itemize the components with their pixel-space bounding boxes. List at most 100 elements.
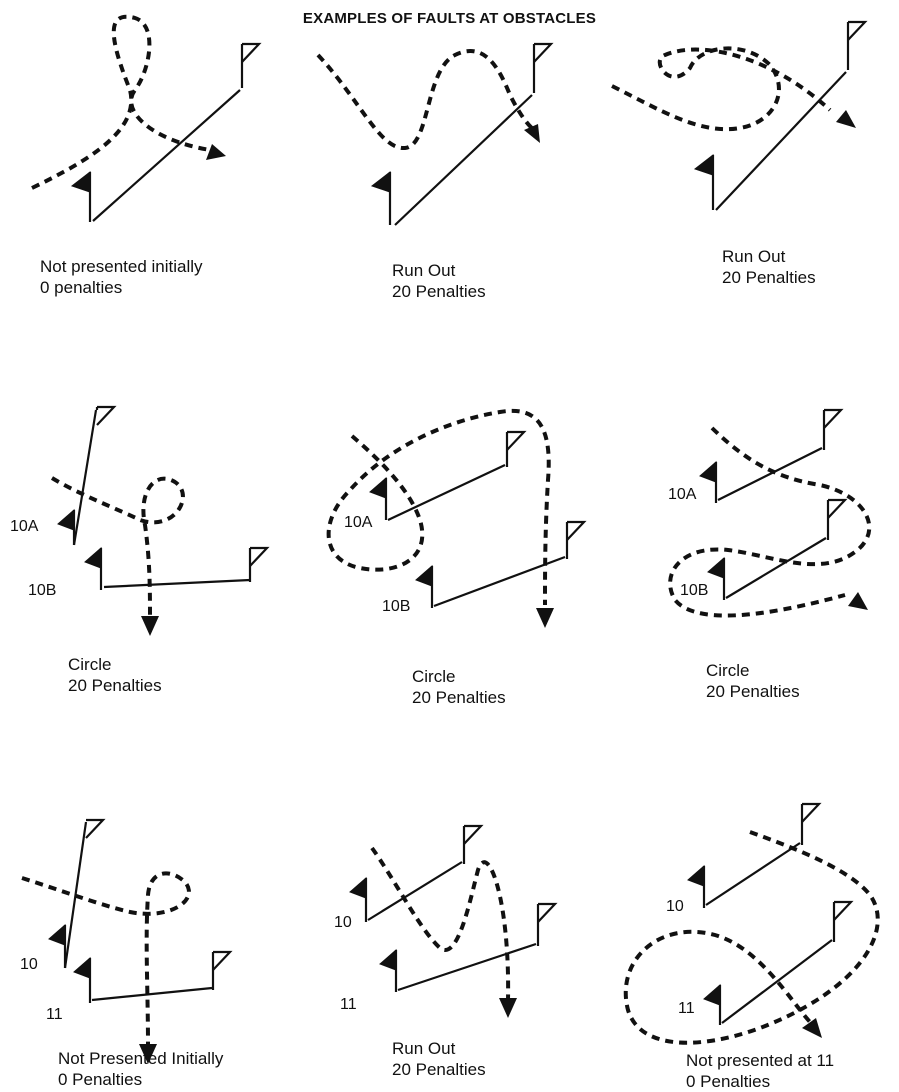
caption-line-1: Circle xyxy=(412,667,456,686)
obstacle-label: 11 xyxy=(340,996,357,1013)
caption-line-1: Circle xyxy=(706,661,750,680)
caption-line-2: 20 Penalties xyxy=(706,682,800,701)
arrow-head-icon xyxy=(141,616,159,636)
left-flag-icon xyxy=(84,546,102,569)
arrow-head-icon xyxy=(524,124,540,143)
panel-6-diagram xyxy=(668,408,872,618)
caption-line-1: Circle xyxy=(68,655,112,674)
right-flag-icon xyxy=(96,405,117,426)
panel-9-caption: Not presented at 11 0 Penalties xyxy=(686,1050,834,1092)
left-flag-icon xyxy=(370,170,391,193)
left-flag-icon xyxy=(369,476,387,499)
arrow-head-icon xyxy=(139,1044,157,1064)
panel-5-diagram xyxy=(326,408,587,628)
dog-path xyxy=(50,476,185,621)
caption-line-1: Run Out xyxy=(392,1039,456,1058)
obstacle-label: 10B xyxy=(28,582,57,599)
caption-line-2: 20 Penalties xyxy=(392,282,486,301)
left-flag-icon xyxy=(703,983,721,1006)
arrow-head-icon xyxy=(499,998,517,1018)
panel-8-diagram xyxy=(349,824,558,1018)
left-flag-icon xyxy=(57,508,75,531)
obstacle-label: 10 xyxy=(666,898,684,915)
caption-line-2: 0 penalties xyxy=(40,278,123,297)
left-flag-icon xyxy=(415,564,433,587)
panel-2-caption: Run Out 20 Penalties xyxy=(392,260,486,302)
panel-6-caption: Circle 20 Penalties xyxy=(706,660,800,702)
left-flag-icon xyxy=(48,923,66,946)
left-flag-icon xyxy=(699,460,717,483)
right-flag-icon xyxy=(827,498,848,519)
obstacle-label: 10A xyxy=(668,486,697,503)
obstacle-label: 10A xyxy=(10,518,39,535)
diagram-title: EXAMPLES OF FAULTS AT OBSTACLES xyxy=(302,10,597,27)
arrow-head-icon xyxy=(848,592,868,610)
panel-3-diagram xyxy=(611,20,868,211)
right-flag-icon xyxy=(833,900,854,921)
right-flag-icon xyxy=(823,408,844,429)
dog-path xyxy=(668,426,872,618)
dog-path xyxy=(316,49,536,150)
right-flag-icon xyxy=(566,520,587,541)
left-flag-icon xyxy=(693,153,714,176)
caption-line-1: Not presented initially xyxy=(40,257,203,276)
dog-path xyxy=(326,408,551,606)
panel-8-caption: Run Out 20 Penalties xyxy=(392,1038,486,1080)
panel-7-diagram xyxy=(21,818,233,1064)
obstacle-label: 10A xyxy=(344,514,373,531)
right-flag-icon xyxy=(463,824,484,845)
obstacle-label: 10B xyxy=(680,582,709,599)
panel-2-diagram xyxy=(316,42,554,226)
obstacle-10A-line xyxy=(717,447,823,501)
caption-line-1: Not presented at 11 xyxy=(686,1051,835,1070)
arrow-head-icon xyxy=(536,608,554,628)
caption-line-2: 20 Penalties xyxy=(412,688,506,707)
obstacle-10-line xyxy=(705,842,801,906)
caption-line-1: Not Presented Initially xyxy=(58,1049,224,1068)
dog-path xyxy=(370,846,511,1001)
right-flag-icon xyxy=(537,902,558,923)
dog-path xyxy=(623,830,880,1045)
obstacle-11-line xyxy=(397,942,537,992)
right-flag-icon xyxy=(847,20,868,41)
panel-1-diagram xyxy=(31,14,262,222)
right-flag-icon xyxy=(801,802,822,823)
right-flag-icon xyxy=(506,430,527,451)
right-flag-icon xyxy=(249,546,270,567)
left-flag-icon xyxy=(687,864,705,887)
left-flag-icon xyxy=(707,556,725,579)
left-flag-icon xyxy=(349,876,367,899)
panel-4-caption: Circle 20 Penalties xyxy=(68,654,162,696)
caption-line-2: 20 Penalties xyxy=(392,1060,486,1079)
obstacle-label: 11 xyxy=(46,1006,63,1023)
right-flag-icon xyxy=(533,42,554,63)
obstacle-11-line xyxy=(91,986,213,1002)
obstacle-10B-line xyxy=(725,537,827,599)
caption-line-1: Run Out xyxy=(722,247,786,266)
obstacle-10A-line xyxy=(387,464,506,521)
obstacle-line xyxy=(715,71,847,211)
caption-line-2: 0 Penalties xyxy=(58,1070,143,1089)
obstacle-label: 10 xyxy=(20,956,38,973)
arrow-head-icon xyxy=(802,1018,822,1038)
caption-line-1: Run Out xyxy=(392,261,456,280)
obstacle-10B-line xyxy=(103,578,251,589)
obstacle-10-line xyxy=(367,861,463,921)
panel-9-diagram xyxy=(623,802,880,1045)
arrow-head-icon xyxy=(206,144,226,160)
panel-4-diagram xyxy=(50,405,270,636)
left-flag-icon xyxy=(73,956,91,979)
obstacle-line xyxy=(394,94,533,226)
obstacle-label: 10B xyxy=(382,598,411,615)
right-flag-icon xyxy=(85,818,106,839)
left-flag-icon xyxy=(70,170,91,193)
caption-line-2: 20 Penalties xyxy=(68,676,162,695)
right-flag-icon xyxy=(241,42,262,63)
obstacle-10A-line xyxy=(72,409,98,546)
obstacle-label: 10 xyxy=(334,914,352,931)
obstacle-label: 11 xyxy=(678,1000,695,1017)
obstacle-11-line xyxy=(721,939,833,1024)
arrow-head-icon xyxy=(836,110,856,128)
obstacle-line xyxy=(92,89,241,222)
